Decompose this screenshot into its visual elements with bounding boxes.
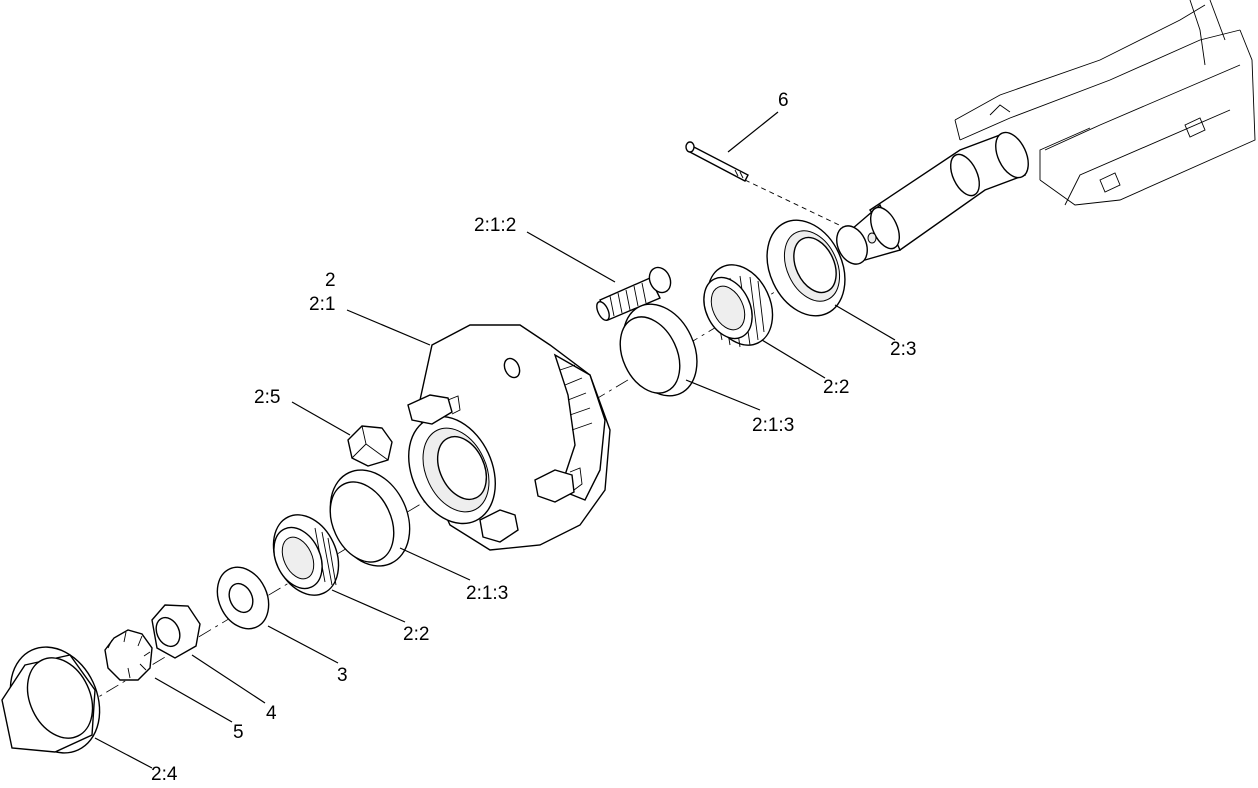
leader-2-4 bbox=[94, 737, 153, 769]
callout-6: 6 bbox=[778, 90, 789, 111]
leader-2-1-2 bbox=[526, 231, 616, 283]
rear-bearing-cone bbox=[703, 264, 774, 348]
spindle-axle-housing bbox=[836, 0, 1256, 265]
front-bearing-cup bbox=[329, 469, 411, 567]
spindle-nut bbox=[151, 604, 201, 659]
pin-axis bbox=[744, 179, 861, 236]
callout-2-4: 2:4 bbox=[151, 764, 178, 785]
callout-2-1-3-top: 2:1:3 bbox=[752, 415, 794, 436]
leader-2-1-3-bottom bbox=[399, 547, 471, 581]
lug-nut bbox=[347, 425, 393, 467]
front-bearing-cone bbox=[272, 514, 340, 596]
callout-5: 5 bbox=[233, 722, 244, 743]
leader-2-2-top bbox=[761, 339, 826, 379]
leader-6 bbox=[727, 111, 779, 153]
leader-2-1-3-top bbox=[685, 379, 761, 411]
wheel-stud bbox=[596, 266, 672, 322]
callout-4: 4 bbox=[266, 703, 277, 724]
callout-3: 3 bbox=[337, 665, 348, 686]
rear-grease-seal bbox=[766, 219, 846, 317]
rear-bearing-cup bbox=[619, 303, 698, 397]
callout-2-1-2: 2:1:2 bbox=[474, 215, 516, 236]
leader-5 bbox=[154, 677, 233, 723]
callout-2-5: 2:5 bbox=[254, 387, 280, 408]
nut-retainer bbox=[104, 629, 153, 681]
wheel-hub bbox=[407, 324, 611, 551]
callout-2-1-3-bottom: 2:1:3 bbox=[466, 583, 508, 604]
dust-cap bbox=[1, 646, 101, 754]
leader-4 bbox=[191, 654, 266, 704]
callout-2-3: 2:3 bbox=[890, 339, 916, 360]
leader-2-3 bbox=[834, 304, 896, 341]
callout-2: 2 bbox=[325, 270, 336, 291]
callout-2-1: 2:1 bbox=[309, 294, 335, 315]
thrust-washer bbox=[216, 566, 270, 630]
cotter-pin bbox=[685, 141, 749, 182]
leader-2-1 bbox=[346, 309, 431, 346]
callout-2-2-bottom: 2:2 bbox=[403, 624, 429, 645]
callout-2-2-top: 2:2 bbox=[823, 377, 849, 398]
leader-2-5 bbox=[291, 401, 351, 436]
leader-2-2-bottom bbox=[331, 589, 406, 623]
leader-3 bbox=[267, 625, 339, 664]
